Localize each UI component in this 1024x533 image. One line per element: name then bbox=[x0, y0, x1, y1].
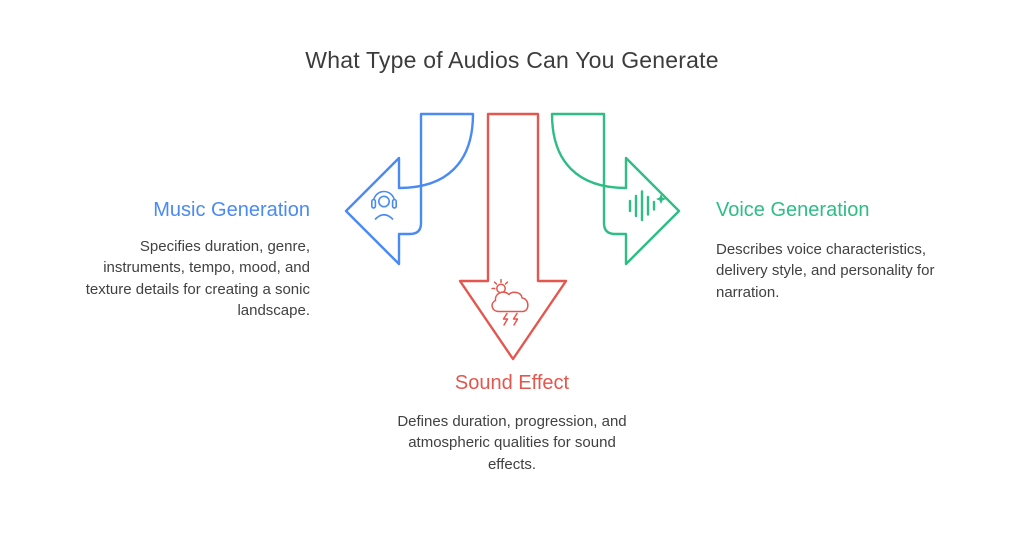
person-shoulders bbox=[374, 213, 394, 220]
sun-rays bbox=[491, 278, 509, 290]
music-arrow bbox=[344, 112, 475, 266]
sound-wave-bars bbox=[628, 190, 656, 222]
music-arrow-shape bbox=[344, 112, 475, 266]
music-generation-description: Specifies duration, genre, instruments, … bbox=[85, 238, 310, 319]
headset-earcup-right bbox=[391, 198, 398, 209]
page-title: What Type of Audios Can You Generate bbox=[305, 47, 719, 73]
storm-cloud-lightning-icon bbox=[491, 278, 529, 326]
music-generation-label: Music Generation bbox=[153, 199, 310, 221]
voice-arrow bbox=[550, 112, 681, 266]
headset-band bbox=[372, 190, 396, 203]
sound-arrow-shape bbox=[458, 112, 568, 361]
voice-generation-description: Describes voice characteristics, deliver… bbox=[716, 241, 935, 301]
lightning-bolt-right bbox=[512, 312, 519, 326]
headset-agent-icon bbox=[370, 190, 398, 220]
voice-arrow-shape bbox=[550, 112, 681, 266]
lightning-bolt-left bbox=[502, 312, 509, 326]
cloud-shape bbox=[491, 291, 529, 313]
person-head bbox=[377, 195, 390, 208]
headset-earcup-left bbox=[370, 198, 377, 209]
sound-effect-description: Defines duration, progression, and atmos… bbox=[397, 413, 627, 473]
sound-effect-label: Sound Effect bbox=[454, 372, 570, 394]
sound-wave-sparkle-icon bbox=[628, 190, 666, 222]
voice-generation-label: Voice Generation bbox=[716, 199, 870, 221]
sound-arrow bbox=[458, 112, 568, 361]
sparkle-icon bbox=[656, 194, 666, 204]
